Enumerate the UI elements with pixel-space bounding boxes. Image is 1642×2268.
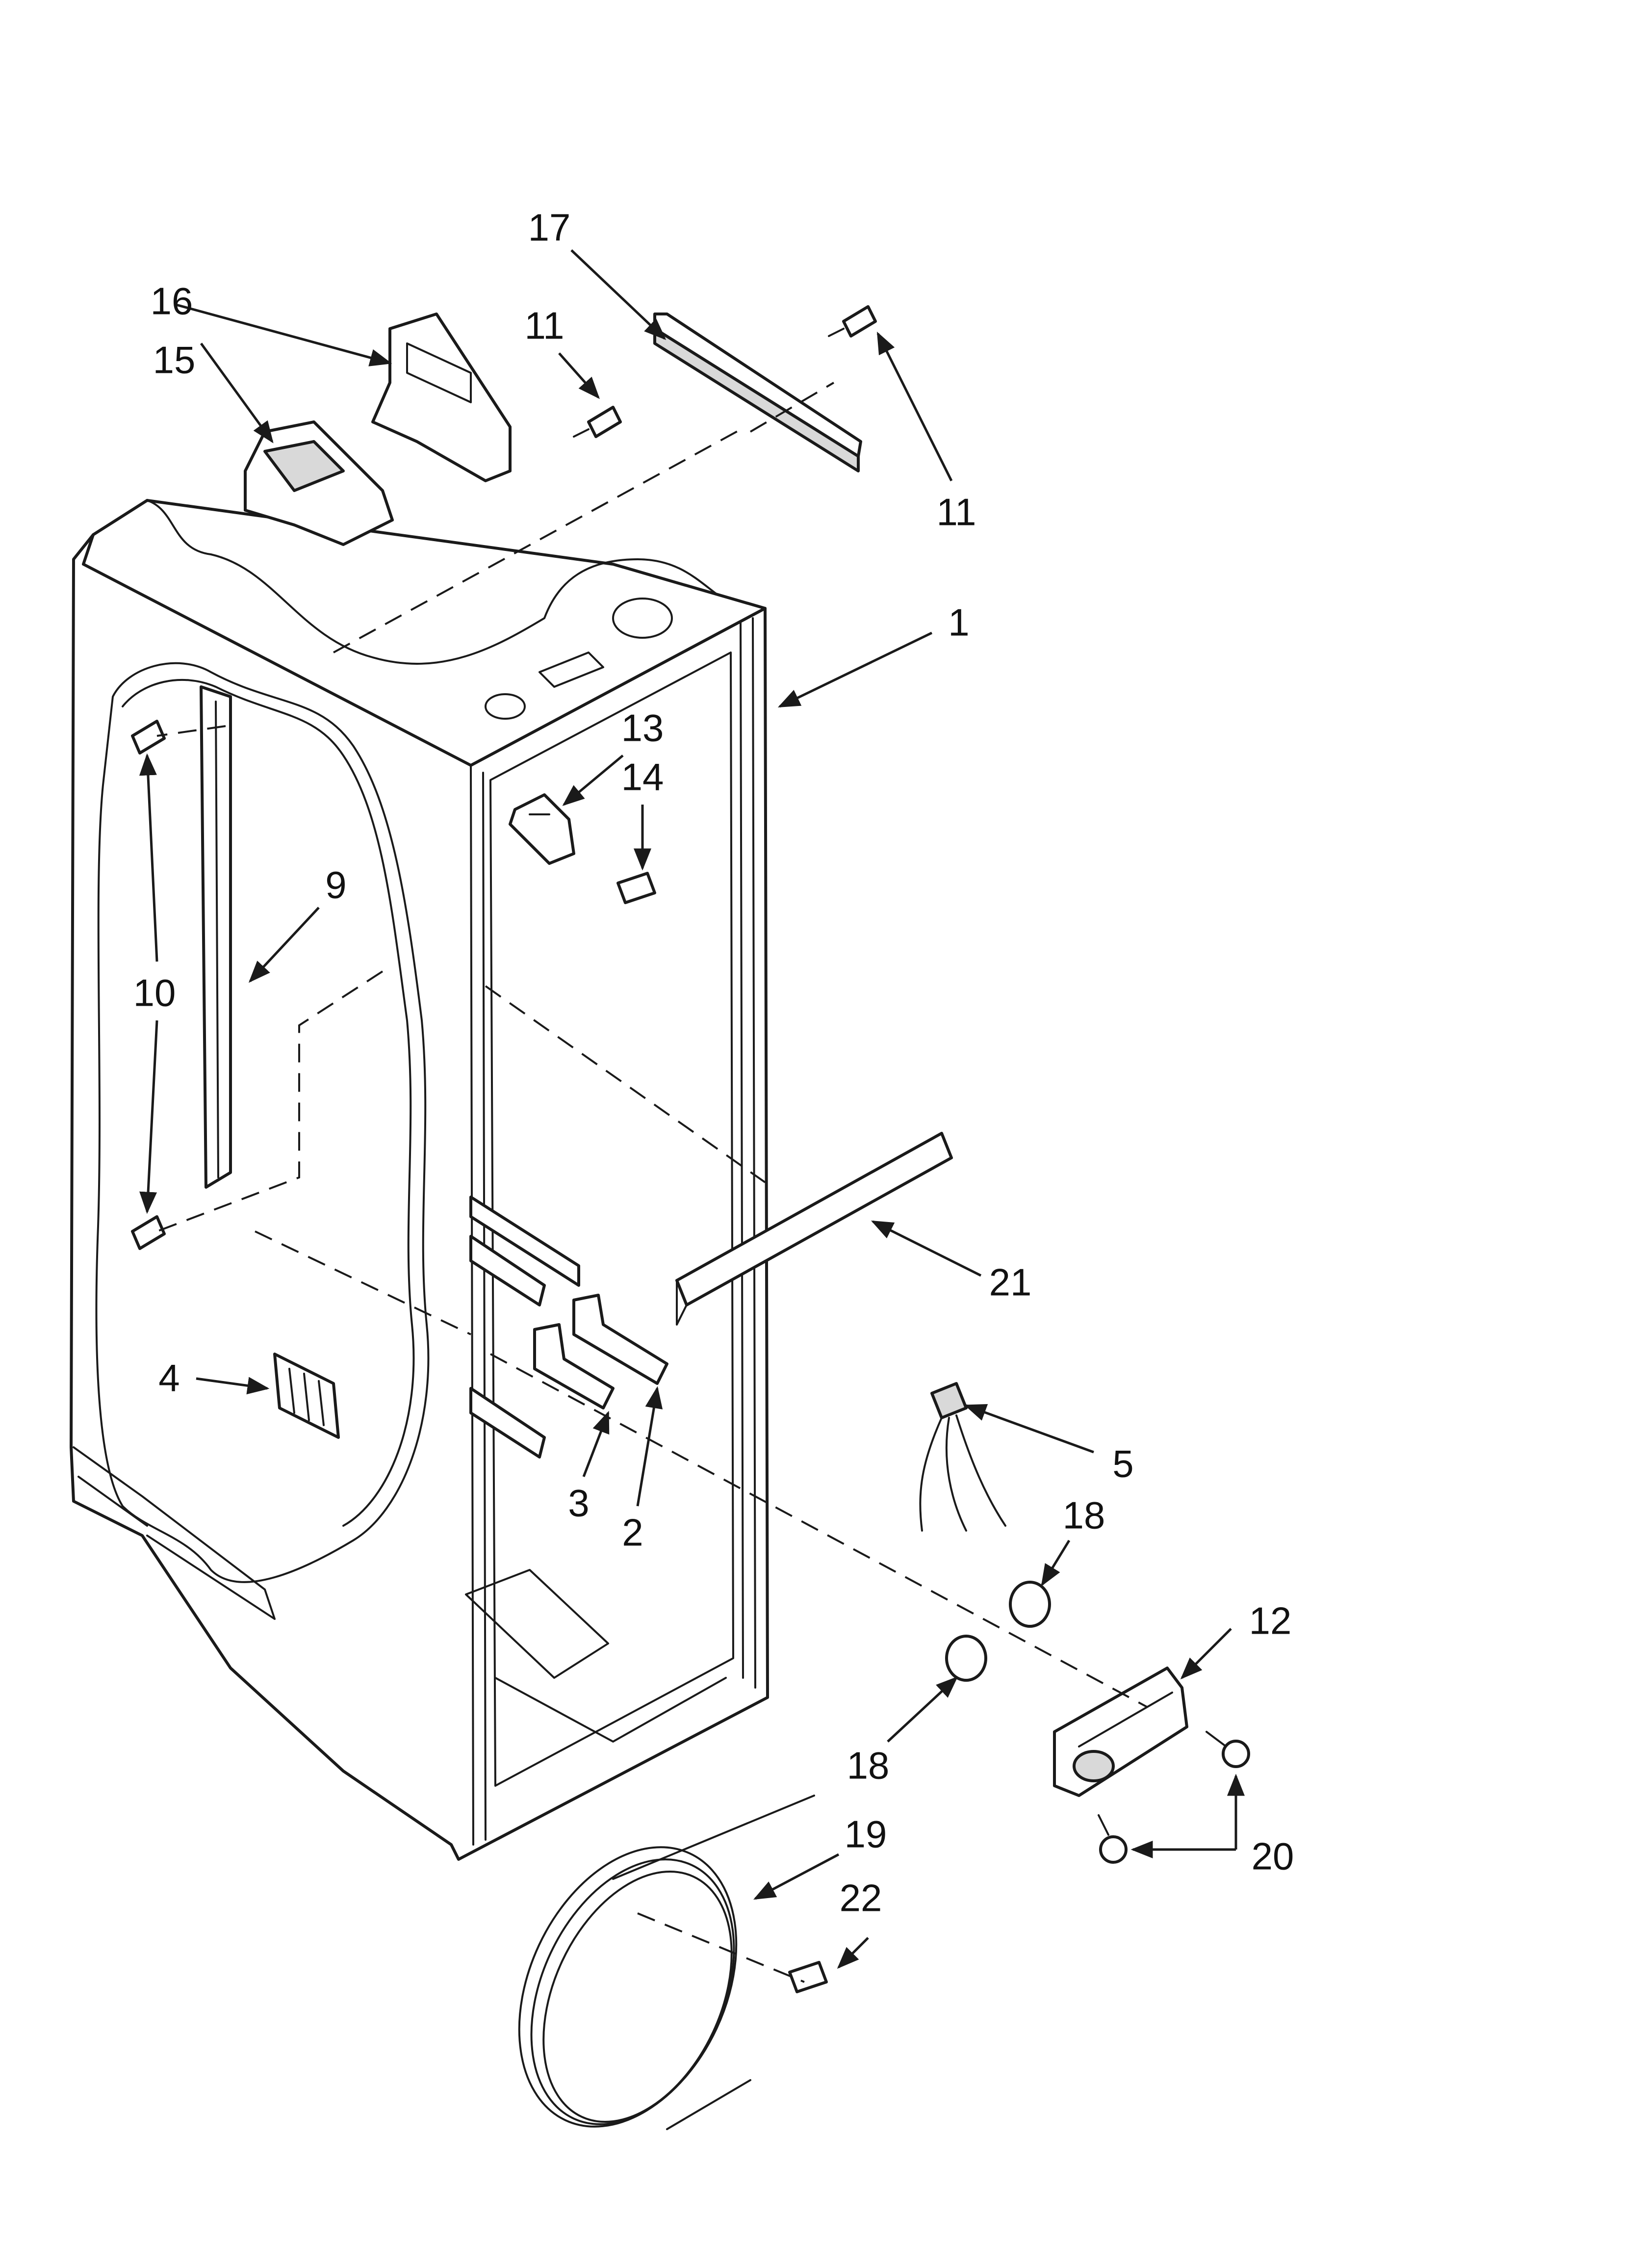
- callout-11-top: 11: [525, 304, 564, 347]
- callout-11-right: 11: [937, 491, 976, 534]
- screw-14: [616, 872, 656, 904]
- push-pin-20-lower: [1098, 1814, 1128, 1864]
- bulb-18-upper: [1009, 1581, 1051, 1628]
- callout-19: 19: [845, 1813, 887, 1856]
- top-trim-strip: [653, 313, 862, 472]
- callout-1: 1: [948, 601, 969, 644]
- callout-5: 5: [1112, 1442, 1133, 1486]
- control-housing: [244, 420, 394, 546]
- bracket-13: [509, 793, 575, 865]
- bracket-16: [371, 313, 512, 482]
- callout-22: 22: [840, 1877, 882, 1920]
- callout-17: 17: [528, 206, 571, 249]
- callout-12: 12: [1249, 1599, 1292, 1642]
- callout-18-upper: 18: [1063, 1494, 1105, 1537]
- crossbar-21: [675, 1132, 953, 1326]
- callout-3: 3: [568, 1482, 589, 1525]
- screw-11-right: [828, 305, 877, 338]
- callout-21: 21: [989, 1261, 1032, 1304]
- bracket-2: [572, 1294, 668, 1385]
- callout-15: 15: [153, 339, 196, 382]
- callout-14: 14: [621, 756, 664, 799]
- light-housing: [1053, 1667, 1188, 1797]
- callout-16: 16: [151, 280, 193, 323]
- wire-harness: [919, 1382, 1006, 1532]
- callout-9: 9: [325, 863, 346, 907]
- screw-11-left: [573, 406, 622, 438]
- screw-22: [788, 1961, 828, 1993]
- bracket-3: [533, 1323, 615, 1409]
- bulb-18-lower: [945, 1635, 987, 1682]
- callout-10: 10: [133, 971, 176, 1015]
- screw-10-top: [131, 720, 166, 755]
- callout-13: 13: [621, 706, 664, 750]
- callout-20: 20: [1252, 1835, 1294, 1878]
- callout-18-lower: 18: [847, 1744, 890, 1787]
- push-pin-20-upper: [1206, 1731, 1250, 1768]
- water-tube-coil: [518, 1795, 815, 2130]
- callout-2: 2: [622, 1511, 643, 1554]
- callout-leaders: [139, 249, 1245, 1969]
- shelf-rail: [200, 685, 232, 1189]
- screw-10-bottom: [131, 1215, 166, 1250]
- callout-4: 4: [158, 1356, 180, 1400]
- vent-4: [273, 1353, 340, 1439]
- callout-labels: 17 16 11 15 11 1 13 14 9 10 21 4 5 3 2 1…: [133, 206, 1294, 1920]
- cabinet-liner: [70, 499, 769, 1861]
